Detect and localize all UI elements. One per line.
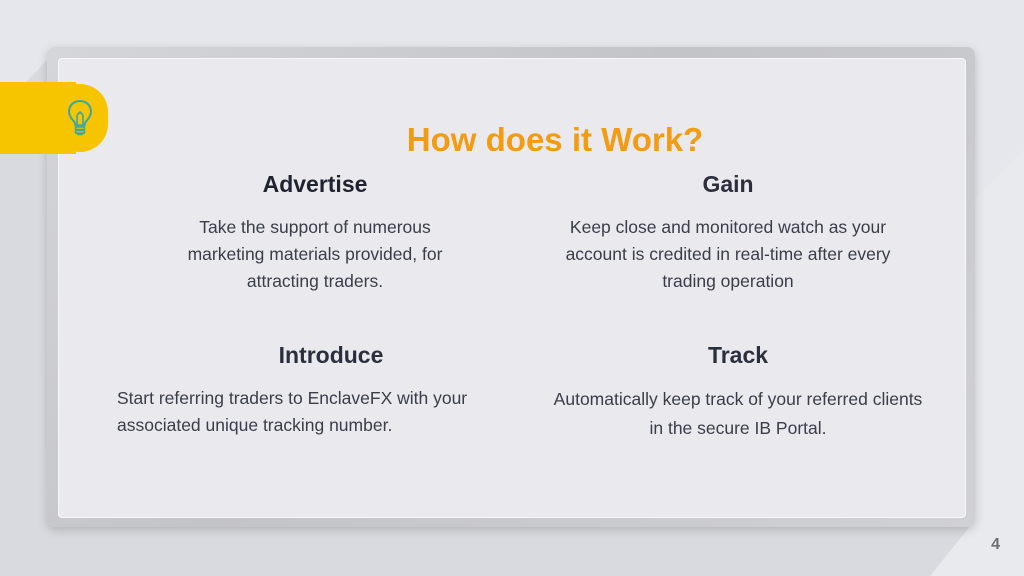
slide-title: How does it Work? [406,121,704,158]
content-panel [58,58,966,518]
text-gain: Keep close and monitored watch as your a… [565,217,891,291]
text-track: Automatically keep track of your referre… [553,389,923,438]
heading-gain: Gain [702,171,754,197]
lightbulb-badge [52,84,108,152]
lightbulb-icon [67,99,93,136]
text-introduce: Start referring traders to EnclaveFX wit… [117,388,468,435]
heading-track: Track [707,342,769,368]
page-number: 4 [991,536,1000,553]
text-advertise: Take the support of numerous marketing m… [187,217,443,291]
heading-introduce: Introduce [278,342,384,368]
heading-advertise: Advertise [262,171,368,197]
